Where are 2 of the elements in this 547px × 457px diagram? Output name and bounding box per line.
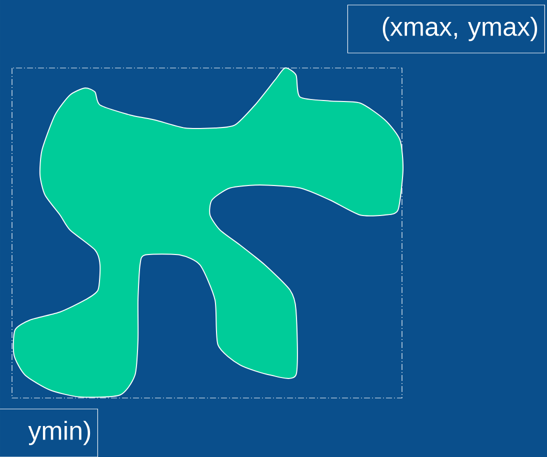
coordinate-label: ymin) (0, 408, 98, 457)
coordinate-label: (xmax, ymax) (347, 4, 545, 54)
